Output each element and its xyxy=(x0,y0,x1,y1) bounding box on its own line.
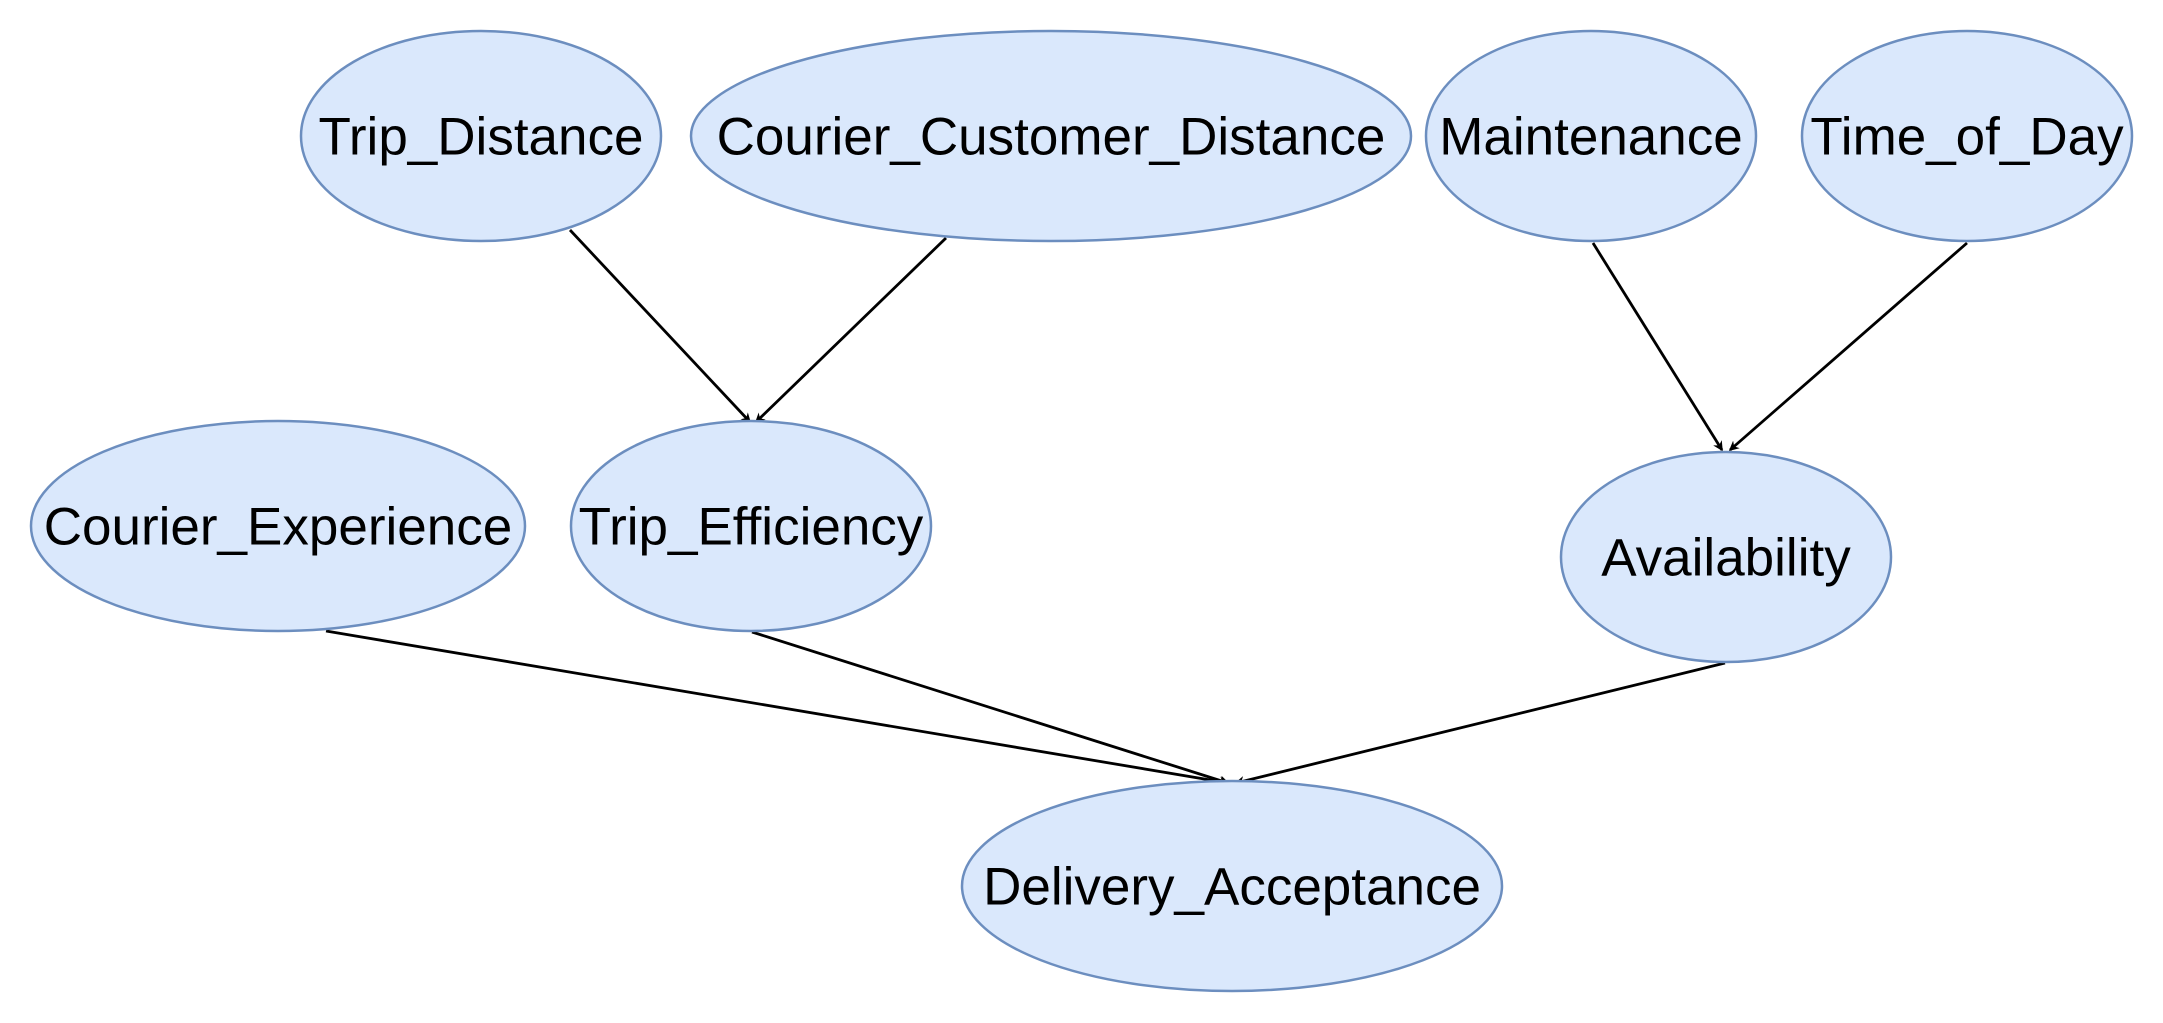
edge-courier-customer-distance-to-trip-efficiency xyxy=(754,236,947,424)
node-delivery-acceptance: Delivery_Acceptance xyxy=(960,779,1504,993)
edge-trip-distance-to-trip-efficiency xyxy=(568,229,752,424)
node-availability: Availability xyxy=(1559,450,1893,664)
node-courier-experience: Courier_Experience xyxy=(29,419,527,633)
edge-maintenance-to-availability xyxy=(1591,242,1724,452)
node-courier-customer-distance-label: Courier_Customer_Distance xyxy=(717,108,1386,167)
edge-time-of-day-to-availability xyxy=(1728,241,1968,452)
edge-courier-experience-to-delivery-acceptance xyxy=(325,629,1230,787)
node-maintenance-label: Maintenance xyxy=(1439,108,1742,167)
node-time-of-day-label: Time_of_Day xyxy=(1810,108,2124,167)
node-courier-experience-label: Courier_Experience xyxy=(44,498,512,557)
edge-trip-efficiency-to-delivery-acceptance xyxy=(751,630,1230,786)
node-courier-customer-distance: Courier_Customer_Distance xyxy=(689,29,1413,243)
node-trip-efficiency-label: Trip_Efficiency xyxy=(579,498,924,557)
node-time-of-day: Time_of_Day xyxy=(1800,29,2134,243)
node-trip-efficiency: Trip_Efficiency xyxy=(569,419,933,633)
edges xyxy=(325,229,1968,787)
node-delivery-acceptance-label: Delivery_Acceptance xyxy=(983,858,1481,917)
node-maintenance: Maintenance xyxy=(1424,29,1758,243)
edge-availability-to-delivery-acceptance xyxy=(1234,661,1726,786)
node-trip-distance: Trip_Distance xyxy=(299,29,663,243)
node-trip-distance-label: Trip_Distance xyxy=(319,108,644,167)
node-availability-label: Availability xyxy=(1601,529,1851,588)
